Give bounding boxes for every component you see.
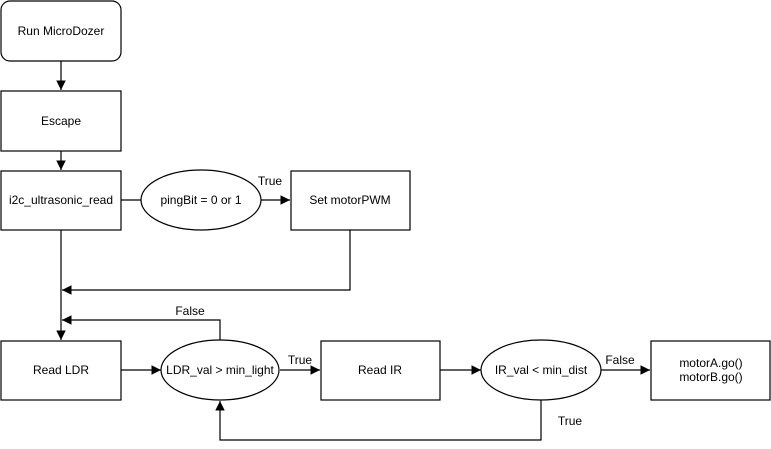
- edge-label-ldr-true: True: [288, 353, 313, 367]
- node-ir-decision: [480, 339, 602, 401]
- node-ldr-decision: [160, 339, 280, 401]
- edge-setpwm-to-merge: [61, 230, 351, 295]
- node-read-ldr: [0, 340, 122, 401]
- node-read-ir: [320, 340, 441, 401]
- node-escape: [0, 90, 122, 152]
- node-label-i2c: i2c_ultrasonic_read: [9, 193, 113, 207]
- node-set-motorpwm: [290, 170, 411, 231]
- edge-ircmp-true-loop: [215, 400, 542, 441]
- node-label-run: Run MicroDozer: [18, 24, 105, 38]
- node-label-escape: Escape: [41, 114, 81, 128]
- edge-label-ir-false: False: [605, 353, 635, 367]
- node-run-microdozer: [0, 0, 122, 62]
- node-label-readldr: Read LDR: [33, 363, 89, 377]
- node-i2c-ultrasonic-read: [0, 170, 122, 231]
- node-label-motors-line2: motorB.go(): [679, 370, 742, 384]
- node-label-setpwm: Set motorPWM: [309, 193, 390, 207]
- node-label-motors-line1: motorA.go(): [679, 356, 742, 370]
- edge-label-ping-true: True: [258, 174, 283, 188]
- node-label-ircmp: IR_val < min_dist: [495, 363, 588, 377]
- edge-ldrcmp-false-loop: [61, 315, 221, 340]
- node-label-readir: Read IR: [358, 363, 402, 377]
- node-pingbit-decision: [140, 169, 262, 231]
- node-motors-go: [650, 340, 771, 401]
- edge-label-ldr-false: False: [175, 304, 205, 318]
- node-label-ldrcmp: LDR_val > min_light: [166, 363, 274, 377]
- node-label-ping: pingBit = 0 or 1: [160, 193, 241, 207]
- edge-label-ir-true: True: [558, 414, 583, 428]
